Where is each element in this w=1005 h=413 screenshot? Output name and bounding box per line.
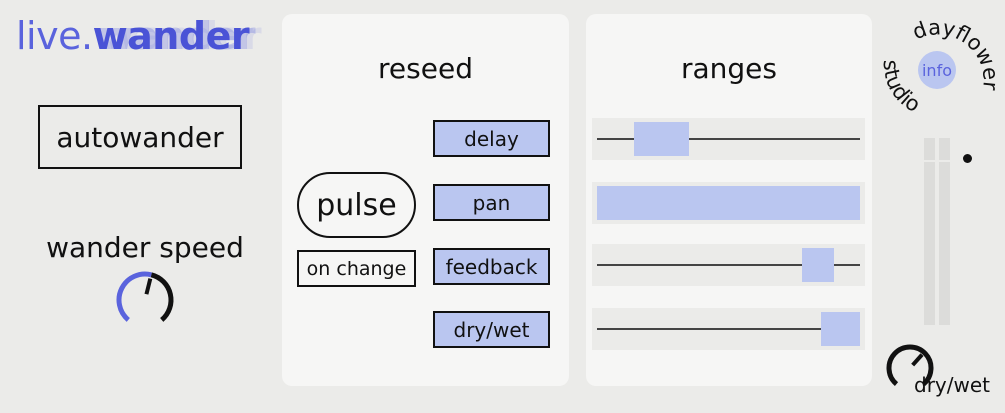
output-level-meter	[924, 138, 951, 325]
info-label: info	[922, 61, 952, 80]
info-button[interactable]	[918, 51, 956, 89]
dayflower-studio-logo[interactable]: dayflower studio info	[876, 10, 1000, 134]
status-indicator-dot	[963, 154, 972, 163]
wander-speed-knob-value-arc	[116, 271, 152, 322]
brand-line2: studio	[879, 59, 925, 117]
on-change-button[interactable]: on change	[297, 250, 416, 287]
range-slider-pan[interactable]	[592, 182, 865, 224]
meter-bar-left	[924, 138, 935, 325]
ranges-title: ranges	[680, 52, 777, 85]
title-prefix: live.	[16, 14, 93, 58]
output-drywet-pointer	[911, 353, 924, 367]
range-slider-delay[interactable]	[592, 118, 865, 160]
range-track	[597, 328, 860, 330]
autowander-toggle[interactable]: autowander	[38, 105, 242, 169]
output-drywet-label: dry/wet	[914, 373, 990, 397]
wander-speed-knob[interactable]	[108, 270, 182, 334]
reseed-title: reseed	[378, 52, 473, 85]
app-title: live.wander	[16, 12, 250, 60]
reseed-feedback-button[interactable]: feedback	[433, 248, 550, 285]
range-fill[interactable]	[820, 312, 860, 346]
wander-speed-label: wander speed	[46, 231, 244, 264]
range-slider-drywet[interactable]	[592, 308, 865, 350]
range-slider-feedback[interactable]	[592, 244, 865, 286]
wander-speed-knob-track	[150, 272, 174, 322]
output-drywet-knob[interactable]	[884, 342, 940, 394]
range-fill[interactable]	[802, 248, 834, 282]
meter-bar-right	[939, 138, 950, 325]
wander-speed-knob-pointer	[144, 278, 153, 295]
title-main: wander	[92, 14, 250, 58]
range-track	[597, 138, 860, 140]
range-fill[interactable]	[633, 122, 690, 156]
range-fill[interactable]	[597, 186, 860, 220]
pulse-button[interactable]: pulse	[297, 172, 416, 238]
range-track	[597, 264, 860, 266]
reseed-delay-button[interactable]: delay	[433, 120, 550, 157]
reseed-pan-button[interactable]: pan	[433, 184, 550, 221]
output-drywet-arc	[886, 344, 934, 386]
reseed-drywet-button[interactable]: dry/wet	[433, 311, 550, 348]
